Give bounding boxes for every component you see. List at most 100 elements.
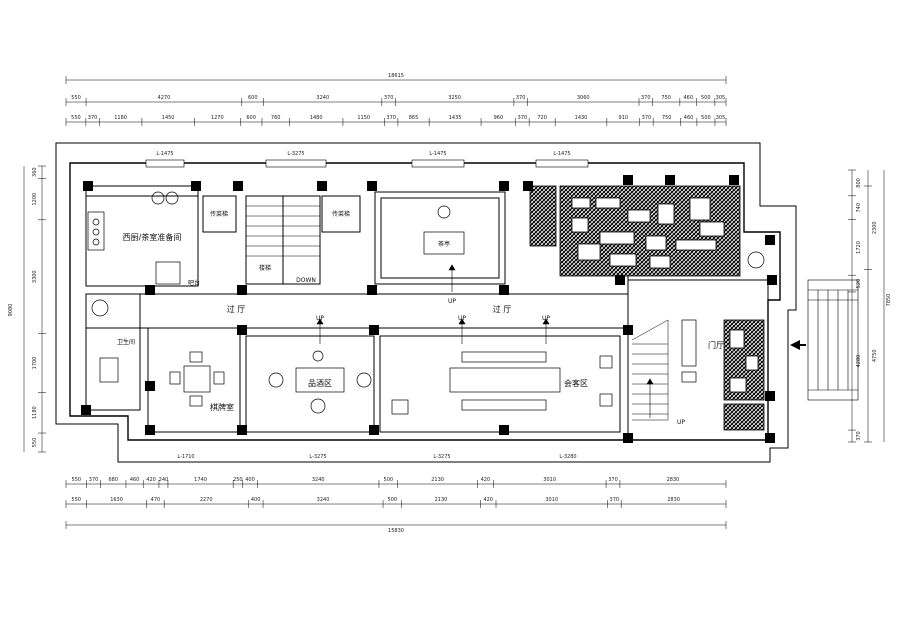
dimension-label: 4750 [872,349,878,362]
room-label-foyer: 门厅 [708,340,724,350]
dimension-label: 520 [856,279,862,289]
dimension-label: 750 [662,115,672,121]
dimension-label: 460 [130,477,140,483]
column [145,381,155,391]
entrance-steps [807,279,859,401]
dimension-label: 2130 [431,477,444,483]
dimension-label: 1180 [114,115,127,121]
dimension-label: 550 [32,438,38,448]
dimension-label: 460 [683,95,693,101]
dimension-label: 240 [159,477,169,483]
dimension-label: 305 [716,115,726,121]
room-label-dumbwaiter-right: 传菜梯 [332,210,350,218]
dimension-label: 1700 [32,357,38,370]
dimension-label: 460 [684,115,694,121]
column [81,405,91,415]
dimension-label: 370 [89,477,99,483]
window-tags: L-1475 L-3275 L-1475 L-1475 [156,151,570,157]
dimension-label: 680 [108,477,118,483]
dimension-label: 2830 [667,497,680,503]
svg-text:L-3280: L-3280 [559,454,576,460]
dimension-label: 550 [71,115,81,121]
dimension-label: 4280 [856,355,862,368]
dimension-label: 360 [32,167,38,177]
dimension-label: 2300 [872,221,878,234]
up-arrows [316,264,654,418]
column [367,285,377,295]
room-label-wine: 品酒区 [308,379,332,388]
column [367,181,377,191]
stair-down-label: DOWN [296,277,316,284]
dimension-label: 470 [151,497,161,503]
svg-text:L-1475: L-1475 [429,151,446,157]
dimension-label: 500 [388,497,398,503]
column [623,175,633,185]
dimension-label: 370 [386,115,396,121]
dimension-label: 960 [494,115,504,121]
left-dimensions [23,166,43,452]
column [317,181,327,191]
room-label-kitchen: 西厨/茶室准备间 [123,232,182,242]
dimension-label: 250 [233,477,243,483]
dimension-label: 3060 [577,95,590,101]
dimension-label: 2270 [200,497,213,503]
dimension-label: 1720 [856,241,862,254]
dimension-label: 550 [72,477,82,483]
svg-text:L-1475: L-1475 [156,151,173,157]
overall-bottom-dimension: 15830 [388,528,404,534]
dimension-label: 3250 [448,95,461,101]
column [765,235,775,245]
right-dimensions [851,170,885,442]
column [767,275,777,285]
dimension-label: 1200 [32,193,38,206]
column [369,425,379,435]
svg-text:L-1475: L-1475 [553,151,570,157]
decorative-screen [529,185,765,431]
column [237,425,247,435]
dimension-label: 1435 [449,115,462,121]
room-label-corridor-left: 过 厅 [227,304,246,314]
dimension-label: 1450 [162,115,175,121]
column [623,433,633,443]
svg-text:L-1710: L-1710 [177,454,194,460]
column [237,285,247,295]
dimension-label: 370 [608,477,618,483]
overall-top-dimension: 18615 [388,73,404,79]
dimension-label: 370 [516,95,526,101]
dimension-label: 400 [245,477,255,483]
dimension-label: 2130 [435,497,448,503]
dimension-label: 3300 [32,270,38,283]
room-label-toilet: 卫生间 [117,338,135,346]
room-label-chess: 棋牌室 [210,402,234,412]
column [499,425,509,435]
dimension-label: 3240 [317,497,330,503]
column [523,181,533,191]
dimension-label: 910 [619,115,629,121]
dimension-label: 1740 [194,477,207,483]
column [145,285,155,295]
svg-text:L-3275: L-3275 [309,454,326,460]
dimension-label: 370 [610,497,620,503]
dimension-label: 1630 [110,497,123,503]
column [665,175,675,185]
dimension-label: 1150 [357,115,370,121]
dimension-label: 750 [661,95,671,101]
left-total-dimension: 9080 [8,304,14,317]
dimension-label: 500 [384,477,394,483]
column [83,181,93,191]
top-dimensions [65,76,727,123]
structural-columns [81,175,777,443]
dimension-label: 370 [518,115,528,121]
room-label-tea: 茶亭 [438,240,450,248]
dimension-label: 500 [701,95,711,101]
dimension-label: 420 [146,477,156,483]
door-tags: L-1710 L-3275 L-3275 L-3280 [177,454,576,460]
entry-arrow-icon [790,340,806,350]
